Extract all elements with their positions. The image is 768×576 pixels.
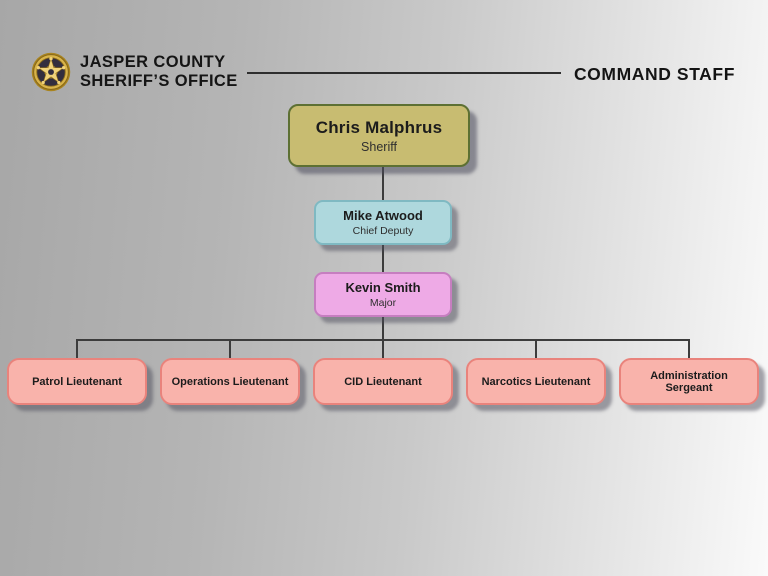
brand: JASPER COUNTY SHERIFF’S OFFICE xyxy=(29,50,238,94)
connector-drop-administration xyxy=(688,340,690,359)
org-node-operations-lieutenant: Operations Lieutenant xyxy=(160,358,300,405)
connector-sheriff-chiefdeputy xyxy=(382,167,384,201)
page-title: COMMAND STAFF xyxy=(573,64,735,84)
org-name-line1: JASPER COUNTY xyxy=(80,53,226,72)
administration-sergeant-label: Administration Sergeant xyxy=(650,369,728,394)
connector-major-bar xyxy=(382,316,384,340)
chief-deputy-name: Mike Atwood xyxy=(343,208,423,223)
connector-drop-narcotics xyxy=(535,340,537,359)
major-name: Kevin Smith xyxy=(345,280,421,295)
org-node-narcotics-lieutenant: Narcotics Lieutenant xyxy=(466,358,606,405)
connector-drop-cid xyxy=(382,340,384,359)
connector-drop-patrol xyxy=(76,340,78,359)
org-node-chief-deputy: Mike Atwood Chief Deputy xyxy=(314,200,452,245)
org-node-sheriff: Chris Malphrus Sheriff xyxy=(288,104,470,167)
header-divider-line xyxy=(247,72,561,74)
patrol-lieutenant-label: Patrol Lieutenant xyxy=(32,375,122,388)
sheriff-title: Sheriff xyxy=(361,139,397,154)
org-node-major: Kevin Smith Major xyxy=(314,272,452,317)
org-node-administration-sergeant: Administration Sergeant xyxy=(619,358,759,405)
sheriff-name: Chris Malphrus xyxy=(315,117,443,137)
major-title: Major xyxy=(369,297,397,309)
chief-deputy-title: Chief Deputy xyxy=(352,225,414,237)
operations-lieutenant-label: Operations Lieutenant xyxy=(171,375,289,388)
org-node-patrol-lieutenant: Patrol Lieutenant xyxy=(7,358,147,405)
connector-drop-operations xyxy=(229,340,231,359)
org-node-cid-lieutenant: CID Lieutenant xyxy=(313,358,453,405)
connector-chiefdeputy-major xyxy=(382,244,384,273)
org-name: JASPER COUNTY SHERIFF’S OFFICE xyxy=(80,53,238,90)
cid-lieutenant-label: CID Lieutenant xyxy=(344,375,422,388)
org-name-line2: SHERIFF’S OFFICE xyxy=(80,72,238,90)
sheriff-badge-icon xyxy=(31,52,71,92)
narcotics-lieutenant-label: Narcotics Lieutenant xyxy=(481,375,591,388)
